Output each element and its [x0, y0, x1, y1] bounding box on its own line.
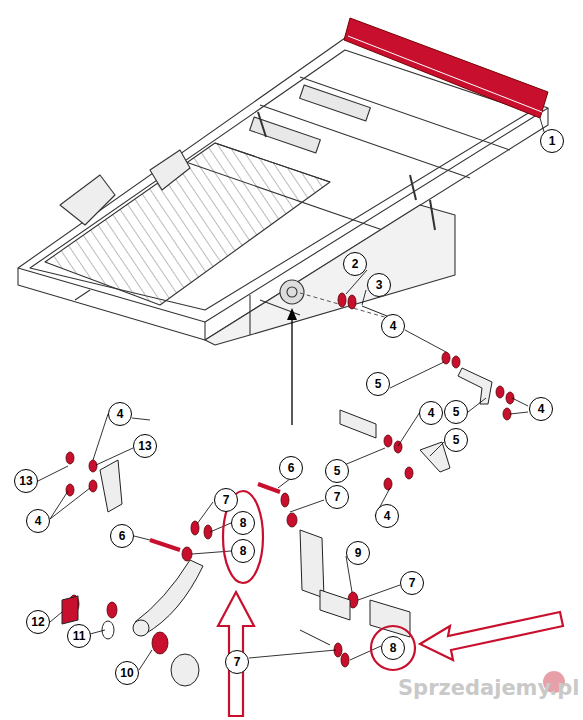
callout-number: 5 — [325, 459, 349, 483]
callout-text: 8 — [240, 545, 247, 557]
callout-text: 5 — [334, 465, 341, 477]
callout-text: 3 — [376, 279, 383, 291]
callout-number: 5 — [444, 428, 468, 452]
callout-number: 7 — [225, 650, 249, 674]
callout-text: 2 — [352, 258, 359, 270]
callout-text: 7 — [409, 577, 416, 589]
callout-text: 10 — [120, 667, 133, 679]
callout-text: 6 — [288, 462, 295, 474]
callout-text: 5 — [453, 434, 460, 446]
callout-number: 7 — [214, 488, 238, 512]
callout-text: 5 — [375, 378, 382, 390]
callout-text: 8 — [390, 642, 397, 654]
callout-text: 13 — [138, 440, 151, 452]
callout-text: 7 — [334, 491, 341, 503]
callout-number: 13 — [133, 434, 157, 458]
callout-number: 8 — [231, 511, 255, 535]
callout-number: 13 — [14, 469, 38, 493]
callout-number: 4 — [375, 504, 399, 528]
callout-text: 5 — [453, 406, 460, 418]
callout-number: 4 — [529, 397, 553, 421]
callout-number: 8 — [231, 539, 255, 563]
callout-number: 4 — [381, 314, 405, 338]
callout-text: 8 — [240, 517, 247, 529]
callout-number: 1 — [540, 129, 564, 153]
callout-number: 2 — [343, 252, 367, 276]
callout-text: 9 — [355, 547, 362, 559]
callout-text: 11 — [73, 630, 86, 642]
callout-text: 7 — [223, 494, 230, 506]
callout-text: 4 — [390, 320, 397, 332]
callout-number: 3 — [367, 273, 391, 297]
callout-number: 8 — [381, 636, 405, 660]
callout-number: 7 — [400, 571, 424, 595]
callout-text: 13 — [19, 475, 32, 487]
callout-number: 12 — [26, 610, 50, 634]
callout-number: 6 — [279, 456, 303, 480]
callout-number: 10 — [115, 661, 139, 685]
callout-number: 4 — [26, 509, 50, 533]
callout-number: 7 — [325, 485, 349, 509]
callout-number: 4 — [108, 402, 132, 426]
watermark: Sprzedajemy.pl — [398, 676, 579, 700]
callout-text: 6 — [119, 530, 126, 542]
callout-text: 4 — [538, 403, 545, 415]
callout-text: 4 — [117, 408, 124, 420]
callout-number: 5 — [366, 372, 390, 396]
callout-number: 11 — [67, 624, 91, 648]
callout-text: 1 — [549, 135, 556, 147]
callout-text: 12 — [31, 616, 44, 628]
callout-text: 7 — [234, 656, 241, 668]
callout-number: 6 — [110, 524, 134, 548]
callout-text: 4 — [428, 407, 435, 419]
callout-number: 5 — [444, 400, 468, 424]
callout-text: 4 — [35, 515, 42, 527]
callout-number: 4 — [419, 401, 443, 425]
callout-text: 4 — [384, 510, 391, 522]
callout-number: 9 — [346, 541, 370, 565]
